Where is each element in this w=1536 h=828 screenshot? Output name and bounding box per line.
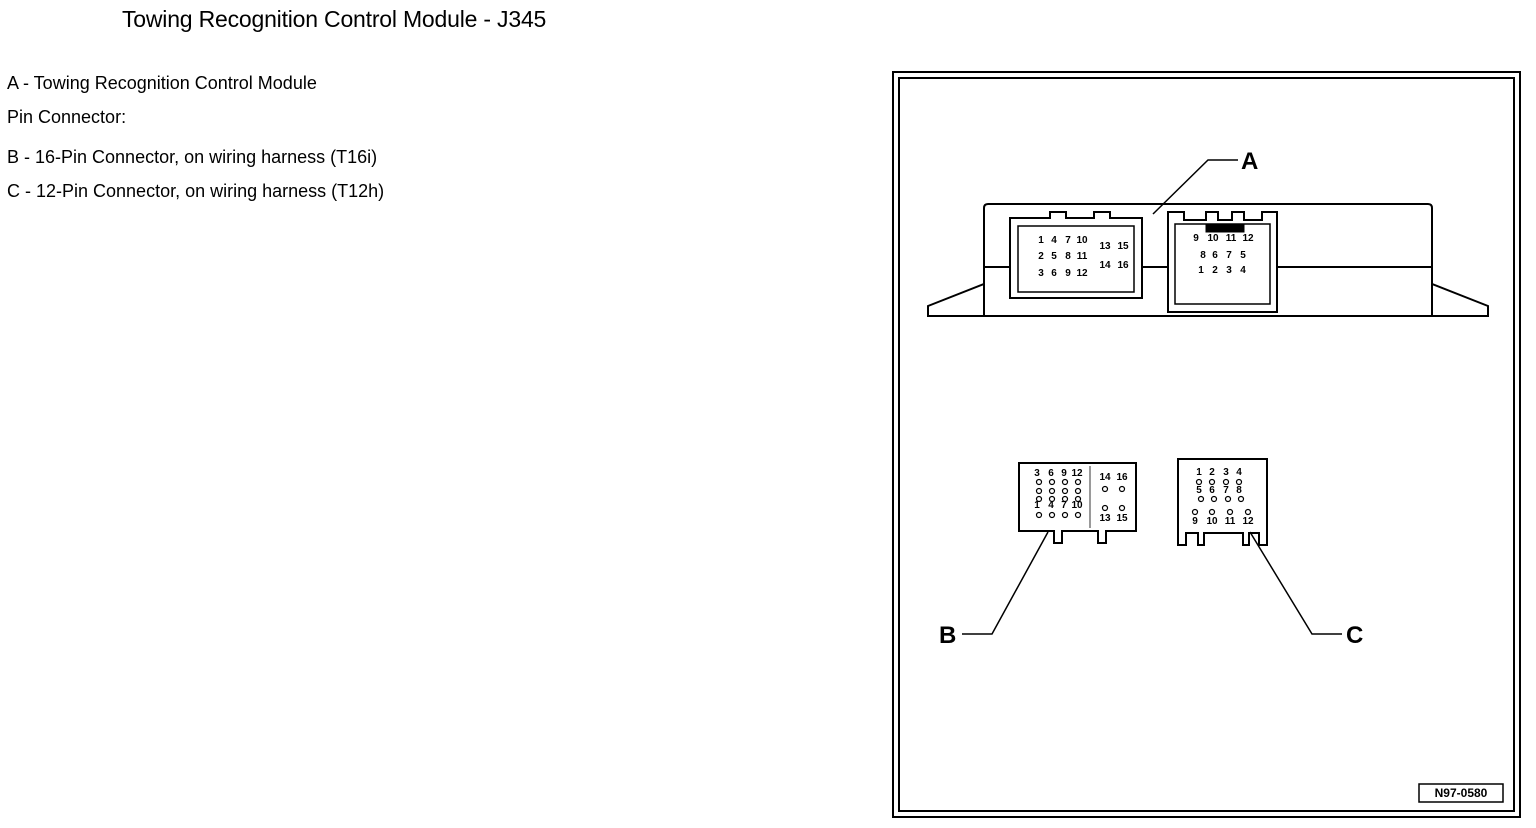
legend-item-a: A - Towing Recognition Control Module — [7, 73, 317, 93]
pin-label: 7 — [1061, 500, 1067, 511]
callout-a-leader — [1152, 159, 1238, 215]
connector-b-contacts — [1035, 478, 1126, 519]
diagram-frame-inner — [898, 77, 1515, 812]
connector-b-pin-labels: 3 6 9 12 14 16 1 4 7 10 13 15 — [1034, 468, 1128, 524]
pin-label: 13 — [1099, 241, 1111, 252]
pin-label: 6 — [1051, 268, 1057, 279]
legend-pin-connector-heading: Pin Connector: — [7, 107, 127, 127]
pin-label: 16 — [1116, 472, 1128, 483]
pin-label: 3 — [1038, 268, 1044, 279]
pin-label: 4 — [1051, 235, 1057, 246]
pin-label: 4 — [1240, 265, 1246, 276]
pin-label: 3 — [1226, 265, 1232, 276]
pin-label: 16 — [1117, 260, 1129, 271]
pin-label: 4 — [1048, 500, 1054, 511]
pin-label: 2 — [1038, 251, 1044, 262]
pin-label: 9 — [1193, 233, 1199, 244]
pin-label: 12 — [1242, 516, 1254, 527]
pin-label: 5 — [1051, 251, 1057, 262]
pin-label: 11 — [1077, 251, 1088, 262]
module-12-pin-labels: 9 10 11 12 8 6 7 5 1 2 3 4 — [1193, 233, 1254, 276]
pin-label: 5 — [1240, 250, 1246, 261]
diagram-frame-outer — [892, 71, 1521, 818]
pin-label: 13 — [1099, 513, 1111, 524]
page-title: Towing Recognition Control Module - J345 — [122, 6, 547, 32]
pin-label: 1 — [1198, 265, 1204, 276]
control-module — [927, 203, 1489, 317]
pin-label: 12 — [1242, 233, 1254, 244]
callout-a-label: A — [1241, 148, 1258, 175]
pin-label: 11 — [1225, 516, 1236, 527]
pin-label: 8 — [1200, 250, 1206, 261]
pin-label: 8 — [1065, 251, 1071, 262]
pin-label: 10 — [1207, 233, 1219, 244]
pin-label: 14 — [1099, 260, 1111, 271]
callout-b-label: B — [939, 622, 956, 649]
pin-label: 9 — [1065, 268, 1071, 279]
callout-b-leader — [962, 531, 1049, 635]
pin-label: 15 — [1117, 241, 1129, 252]
reference-number: N97-0580 — [1435, 786, 1488, 800]
pin-label: 9 — [1192, 516, 1198, 527]
module-socket-12-pin — [1167, 211, 1278, 313]
connector-c — [1177, 458, 1342, 635]
pin-label: 5 — [1196, 485, 1202, 496]
callout-c-leader — [1249, 531, 1342, 635]
pin-label: 11 — [1226, 233, 1237, 244]
pin-label: 14 — [1099, 472, 1111, 483]
pin-label: 3 — [1223, 467, 1229, 478]
pin-label: 12 — [1071, 468, 1083, 479]
pin-label: 7 — [1226, 250, 1232, 261]
callout-c-label: C — [1346, 622, 1363, 649]
pin-label: 6 — [1048, 468, 1054, 479]
pin-label: 1 — [1196, 467, 1202, 478]
pin-label: 15 — [1116, 513, 1128, 524]
pin-label: 6 — [1212, 250, 1218, 261]
pin-label: 1 — [1034, 500, 1040, 511]
connector-c-pin-labels: 1 2 3 4 5 6 7 8 9 10 11 12 — [1192, 467, 1254, 527]
pin-label: 2 — [1209, 467, 1215, 478]
pin-label: 6 — [1209, 485, 1215, 496]
pin-label: 4 — [1236, 467, 1242, 478]
reference-number-box — [1418, 783, 1504, 803]
connector-b — [962, 462, 1137, 635]
pin-label: 8 — [1236, 485, 1242, 496]
module-socket-16-pin — [1009, 211, 1143, 299]
pin-label: 10 — [1206, 516, 1218, 527]
pin-label: 7 — [1223, 485, 1229, 496]
legend-item-c: C - 12-Pin Connector, on wiring harness … — [7, 181, 385, 201]
pin-label: 1 — [1038, 235, 1044, 246]
pin-label: 2 — [1212, 265, 1218, 276]
legend-item-b: B - 16-Pin Connector, on wiring harness … — [7, 147, 378, 167]
pin-label: 3 — [1034, 468, 1040, 479]
pin-label: 12 — [1076, 268, 1088, 279]
pin-label: 7 — [1065, 235, 1071, 246]
module-16-pin-labels: 1 2 3 4 5 6 7 8 9 10 11 12 13 14 15 16 — [1038, 235, 1129, 279]
pin-label: 10 — [1076, 235, 1088, 246]
pin-label: 9 — [1061, 468, 1067, 479]
pin-label: 10 — [1071, 500, 1083, 511]
connector-c-contacts — [1191, 478, 1252, 516]
